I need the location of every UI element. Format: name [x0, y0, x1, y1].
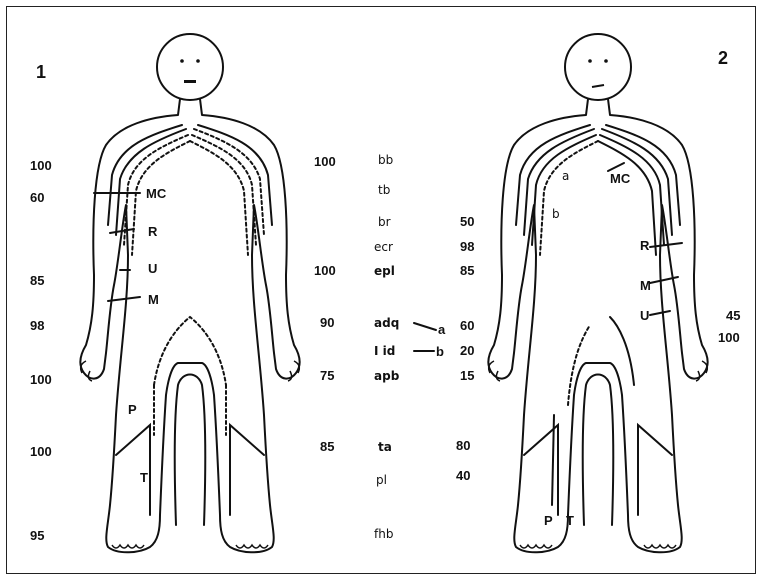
f1-left-value: 95 [30, 528, 44, 543]
muscle-value: 80 [456, 438, 470, 453]
muscle-name: ecr [374, 240, 393, 254]
muscle-name: pl [376, 473, 387, 487]
f2-marker: a [562, 169, 569, 183]
muscle-name: adq [374, 316, 399, 330]
f1-left-value: 85 [30, 273, 44, 288]
muscle-value: 20 [460, 343, 474, 358]
f1-nerve-label: R [148, 224, 158, 239]
muscle-name: br [378, 215, 391, 229]
f1-left-value: 98 [30, 318, 44, 333]
lid-pointer-letter: b [436, 344, 444, 359]
muscle-value: 50 [460, 214, 474, 229]
f2-nerve-label: R [640, 238, 650, 253]
f1-nerve-label: M [148, 292, 159, 307]
muscle-value: 15 [460, 368, 474, 383]
f1-right-value: 85 [320, 439, 334, 454]
figure-1-number: 1 [36, 62, 46, 82]
f1-right-value: 100 [314, 154, 336, 169]
muscle-name: I id [374, 344, 395, 358]
muscle-value: 98 [460, 239, 474, 254]
adq-pointer [414, 323, 436, 330]
f2-nerve-label: U [640, 308, 649, 323]
muscle-value: 40 [456, 468, 470, 483]
muscle-name: fhb [374, 527, 393, 541]
figure-2-number: 2 [718, 48, 728, 68]
muscle-name: apb [374, 369, 400, 383]
f2-right-value: 45 [726, 308, 740, 323]
muscle-value: 60 [460, 318, 474, 333]
muscle-name: tb [378, 183, 390, 197]
muscle-name: ta [378, 440, 392, 454]
muscle-name: epl [374, 264, 395, 278]
f1-left-value: 100 [30, 444, 52, 459]
f2-nerve-label: MC [610, 171, 631, 186]
figure-1-body [80, 34, 299, 552]
f1-right-value: 100 [314, 263, 336, 278]
f1-nerve-label: P [128, 402, 137, 417]
f1-left-value: 60 [30, 190, 44, 205]
f1-left-value: 100 [30, 372, 52, 387]
f2-right-value: 100 [718, 330, 740, 345]
adq-pointer-letter: a [438, 322, 446, 337]
f1-right-value: 90 [320, 315, 334, 330]
f2-nerve-label: M [640, 278, 651, 293]
f1-nerve-label: U [148, 261, 157, 276]
muscle-name: bb [378, 153, 393, 167]
figure-2-body [488, 34, 707, 552]
f1-nerve-label: T [140, 470, 148, 485]
f1-nerve-label: MC [146, 186, 167, 201]
f2-nerve-label: T [566, 513, 574, 528]
f1-right-value: 75 [320, 368, 334, 383]
f1-left-value: 100 [30, 158, 52, 173]
f2-nerve-label: P [544, 513, 553, 528]
muscle-value: 85 [460, 263, 474, 278]
f2-marker: b [552, 207, 560, 221]
